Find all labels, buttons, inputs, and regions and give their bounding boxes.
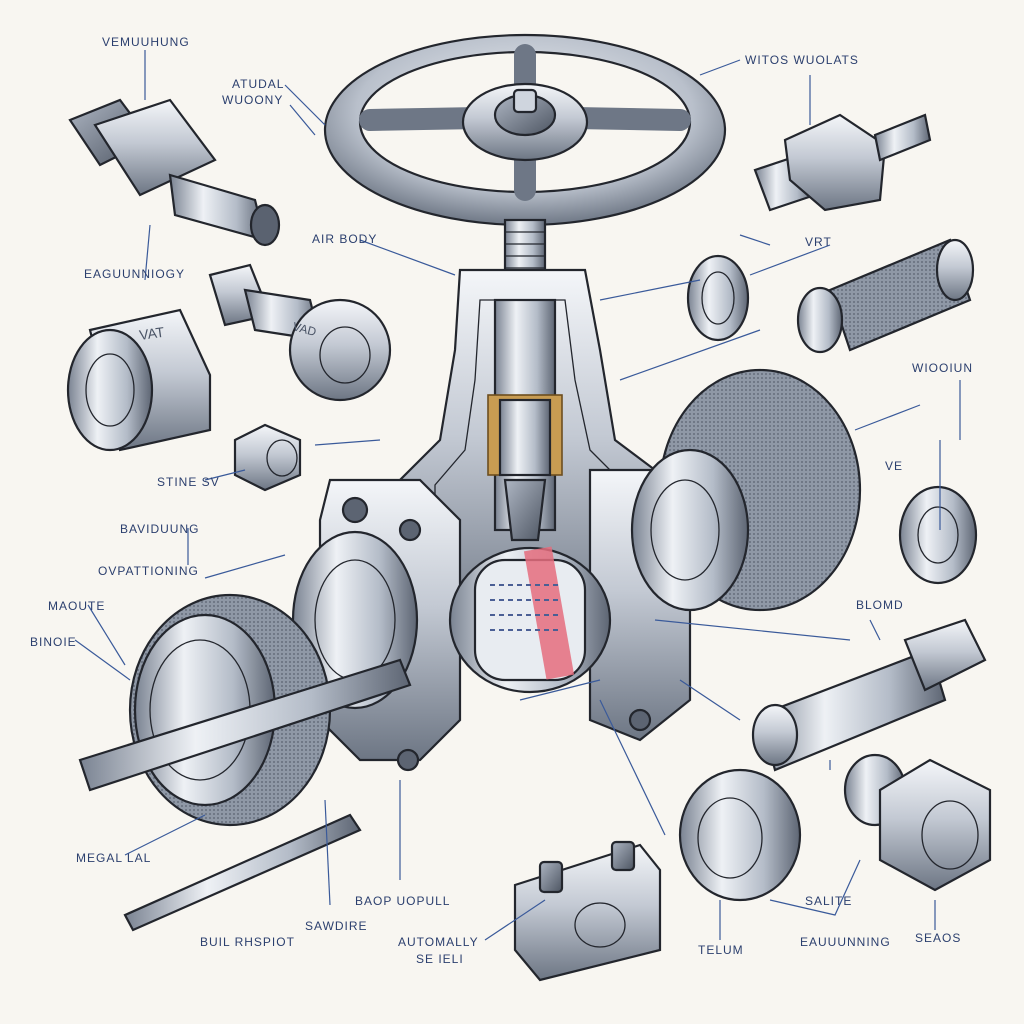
label-top-left: VEMUUHUNG: [102, 35, 190, 49]
label-right-mid: WIOOIUN: [912, 361, 973, 375]
small-ring: [686, 254, 750, 342]
label-buil-rhspiot: BUIL RHSPIOT: [200, 935, 295, 949]
label-left-mid: EAGUUNNIOGY: [84, 267, 185, 281]
label-actual-housing: ATUDAL: [232, 77, 284, 91]
label-binore: BINOIE: [30, 635, 77, 649]
small-nut: [233, 423, 302, 492]
right-bolt: [751, 618, 987, 772]
label-sawdire: SAWDIRE: [305, 919, 368, 933]
callout-labels: VEMUUHUNG ATUDAL WUOONY WITOS WUOLATS AI…: [30, 35, 973, 966]
middle-fitting: VAD: [208, 263, 392, 402]
bottom-block: [513, 840, 662, 982]
right-ring: [898, 485, 978, 585]
label-ve: VE: [885, 459, 903, 473]
label-metal: MEGAL LAL: [76, 851, 151, 865]
left-roller: [78, 593, 412, 827]
label-seaos: SEAOS: [915, 931, 961, 945]
handwheel: [323, 33, 727, 227]
right-cylinder: [796, 238, 975, 354]
label-vat: VRT: [805, 235, 832, 249]
label-stine: STINE SV: [157, 475, 220, 489]
label-telum: TELUM: [698, 943, 744, 957]
top-right-bolt: [753, 113, 932, 212]
label-salite: SALITE: [805, 894, 852, 908]
top-left-fitting: [68, 98, 281, 247]
rod: [123, 813, 362, 932]
label-bap-uopull: BAOP UOPULL: [355, 894, 450, 908]
label-blond: BLOMD: [856, 598, 904, 612]
nut-stamp: VAT: [138, 324, 166, 343]
left-bushing: VAT: [66, 308, 212, 452]
label-actual-housing-2: WUOONY: [222, 93, 283, 107]
leader-lines: [74, 50, 961, 941]
label-automatic: AUTOMALLY: [398, 935, 479, 949]
label-top-right: WITOS WUOLATS: [745, 53, 859, 67]
bottom-ring: [678, 768, 802, 902]
fitting-stamp: VAD: [291, 319, 318, 339]
label-bandung: BAVIDUUNG: [120, 522, 199, 536]
ball-cylinder: [448, 546, 612, 694]
label-air-body: AIR BODY: [312, 232, 377, 246]
right-roller: [630, 368, 862, 612]
bottom-right-nut: [843, 753, 992, 892]
label-mounte: MAOUTE: [48, 599, 105, 613]
label-eauuunning: EAUUUNNING: [800, 935, 891, 949]
label-automatic-2: SE IELI: [416, 952, 464, 966]
label-oparttioning: OVPATTIONING: [98, 564, 199, 578]
